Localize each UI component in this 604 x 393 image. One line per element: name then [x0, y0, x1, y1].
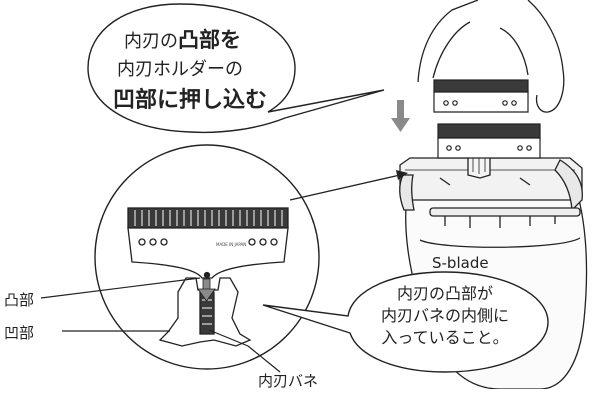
callout-top-line3: 凹部に押し込む — [113, 88, 268, 113]
callout-bottom-line1: 内刃の凸部が — [396, 284, 493, 303]
brand-logo: S-blade — [432, 254, 489, 272]
leader-lines — [40, 277, 281, 373]
callout-top-line1-prefix: 内刃の — [124, 31, 178, 52]
callout-top-line2: 内刃ホルダーの — [117, 59, 243, 80]
callout-bottom-line2: 内刃バネの内側に — [380, 306, 509, 325]
callout-bubble-top — [87, 3, 385, 134]
label-inner-blade-spring: 内刃バネ — [258, 372, 319, 390]
down-arrow-icon — [197, 278, 216, 302]
hand — [417, 0, 565, 113]
zoom-pointer-line — [289, 170, 408, 201]
callout-top-line1: 内刃の凸部を — [124, 24, 241, 54]
blade-stamp: MADE IN JAPAN — [216, 242, 246, 247]
label-concave-part: 凹部 — [4, 324, 35, 342]
callout-top-line1-bold: 凸部を — [178, 28, 241, 52]
inner-blade-top — [433, 79, 529, 113]
callout-bubble-bottom — [262, 271, 549, 373]
down-arrow-icon — [391, 100, 410, 132]
inner-blade-zoomed — [127, 207, 289, 279]
callout-bottom-line3: 入っていること。 — [381, 328, 509, 347]
inner-blade-middle — [437, 123, 541, 159]
blade-teeth — [134, 210, 283, 226]
label-convex-part: 凸部 — [4, 291, 35, 309]
